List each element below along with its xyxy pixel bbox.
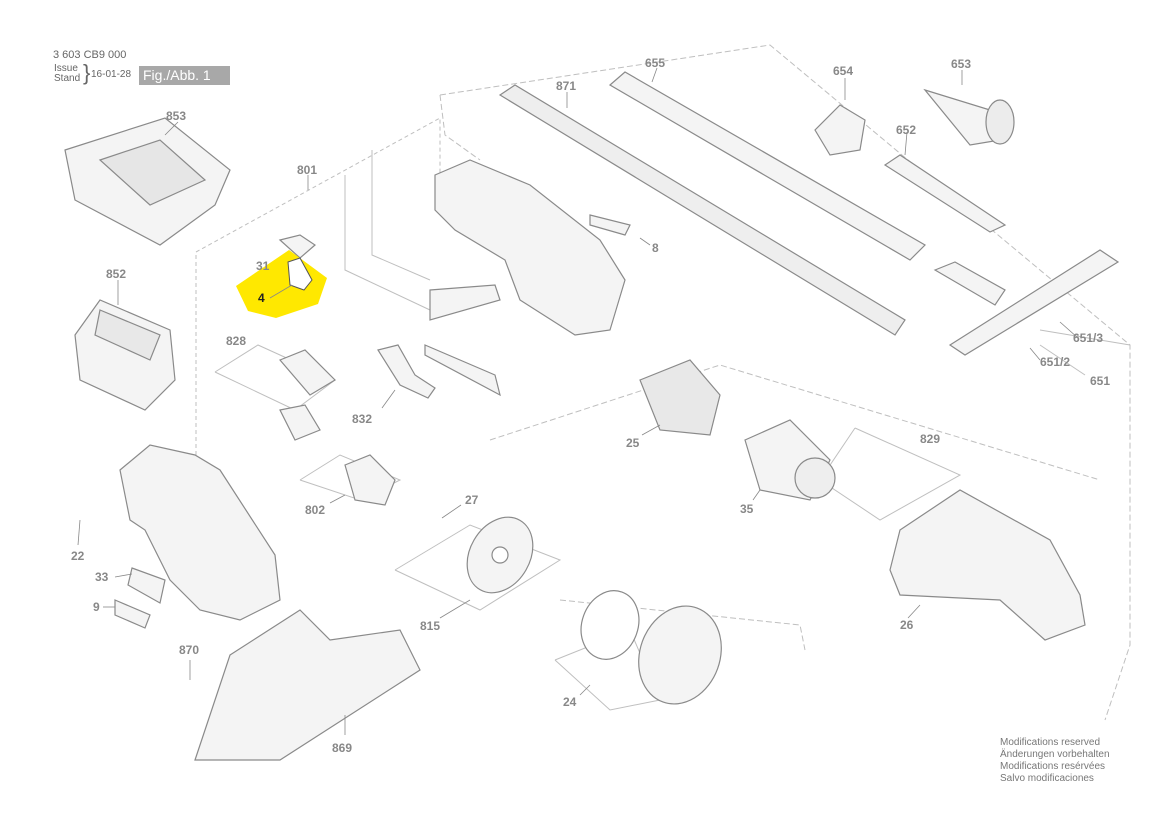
document-number: 3 603 CB9 000 xyxy=(53,49,127,61)
part-label-870: 870 xyxy=(179,643,199,657)
part-label-24: 24 xyxy=(563,695,577,709)
part-label-31: 31 xyxy=(256,259,270,273)
part-label-22: 22 xyxy=(71,549,85,563)
part-label-654: 654 xyxy=(833,64,853,78)
note-en: Modifications reserved xyxy=(1000,737,1101,748)
part-label-802: 802 xyxy=(305,503,325,517)
part-label-25: 25 xyxy=(626,436,640,450)
part-label-653: 653 xyxy=(951,57,971,71)
part-label-871: 871 xyxy=(556,79,576,93)
part-label-829: 829 xyxy=(920,432,940,446)
note-de: Änderungen vorbehalten xyxy=(1000,749,1110,760)
part-label-815: 815 xyxy=(420,619,440,633)
highlight-region xyxy=(236,250,327,318)
part-label-852: 852 xyxy=(106,267,126,281)
part-label-853: 853 xyxy=(166,109,186,123)
part-label-4: 4 xyxy=(258,291,265,305)
modification-notes: Modifications reserved Änderungen vorbeh… xyxy=(1000,737,1110,785)
part-label-8: 8 xyxy=(652,241,659,255)
part-label-801: 801 xyxy=(297,163,317,177)
brace: } xyxy=(83,60,91,85)
note-fr: Modifications resérvées xyxy=(1000,761,1106,772)
figure-label: Fig./Abb. 1 xyxy=(139,66,230,85)
issue-label: Issue xyxy=(54,63,78,74)
part-label-652: 652 xyxy=(896,123,916,137)
part-label-27: 27 xyxy=(465,493,479,507)
part-label-35: 35 xyxy=(740,502,754,516)
issue-date: 16-01-28 xyxy=(91,69,132,80)
part-label-33: 33 xyxy=(95,570,109,584)
part-label-832: 832 xyxy=(352,412,372,426)
issue-stand-label: Issue Stand xyxy=(54,64,80,84)
part-label-26: 26 xyxy=(900,618,914,632)
part-label-651-3: 651/3 xyxy=(1073,331,1103,345)
note-es: Salvo modificaciones xyxy=(1000,773,1094,784)
part-label-869: 869 xyxy=(332,741,352,755)
stand-label: Stand xyxy=(54,73,81,84)
part-label-651: 651 xyxy=(1090,374,1110,388)
part-label-655: 655 xyxy=(645,56,665,70)
part-label-651-2: 651/2 xyxy=(1040,355,1070,369)
part-label-828: 828 xyxy=(226,334,246,348)
part-label-9: 9 xyxy=(93,600,100,614)
